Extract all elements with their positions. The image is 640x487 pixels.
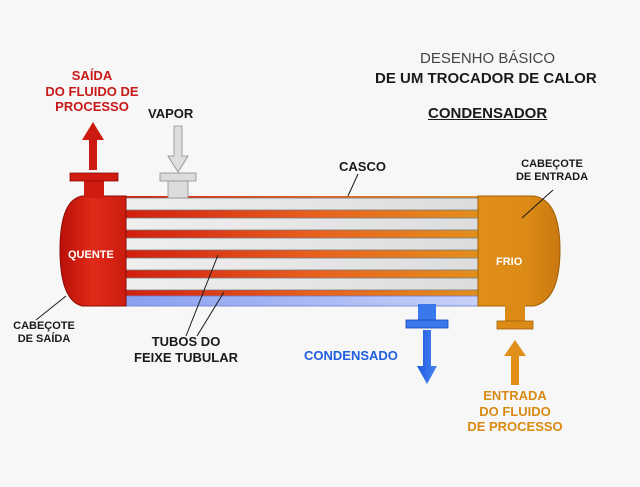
diagram-subtitle: CONDENSADOR (428, 105, 548, 122)
cabecote-entrada-line: DE ENTRADA (515, 171, 589, 184)
diagram-title-line1: DESENHO BÁSICO (420, 50, 556, 67)
casco-label: CASCO (339, 159, 386, 174)
process-outlet-arrow (82, 122, 104, 170)
process-outlet-nozzle (84, 180, 104, 198)
saida-fluido-line: DO FLUIDO DE (45, 83, 139, 99)
cold-head (477, 195, 561, 307)
process-inlet-nozzle (505, 304, 525, 322)
tube (125, 277, 479, 291)
tubos-line: FEIXE TUBULAR (134, 349, 238, 365)
tubos-leader-2 (196, 291, 225, 337)
vapor-label: VAPOR (148, 106, 194, 121)
cabecote-entrada-label: CABEÇOTE DE ENTRADA (510, 158, 594, 184)
condensate-arrow (417, 330, 437, 384)
condensado-label: CONDENSADO (304, 348, 398, 363)
frio-label: FRIO (496, 256, 523, 268)
entrada-fluido-line: DE PROCESSO (467, 419, 563, 435)
cabecote-saida-line: CABEÇOTE (13, 320, 75, 332)
tube (125, 217, 479, 231)
saida-fluido-label: SAÍDA DO FLUIDO DE PROCESSO (32, 68, 152, 115)
tubos-leader-1 (185, 254, 219, 337)
hot-head (59, 195, 127, 307)
tube (125, 237, 479, 251)
condensate-flange (405, 319, 449, 329)
cabecote-entrada-leader (521, 189, 554, 219)
entrada-fluido-line: ENTRADA (483, 388, 547, 403)
process-inlet-arrow (504, 340, 526, 385)
tube (125, 257, 479, 271)
tubos-line: TUBOS DO (151, 334, 221, 349)
cabecote-saida-leader (35, 295, 67, 321)
quente-label: QUENTE (68, 249, 114, 261)
entrada-fluido-label: ENTRADA DO FLUIDO DE PROCESSO (455, 388, 575, 435)
process-inlet-flange (496, 320, 534, 330)
vapor-nozzle (167, 179, 189, 199)
cabecote-entrada-line: CABEÇOTE (521, 158, 583, 170)
tubos-label: TUBOS DO FEIXE TUBULAR (126, 334, 246, 365)
condensate-nozzle (418, 304, 436, 322)
diagram-title-line2: DE UM TROCADOR DE CALOR (375, 70, 597, 87)
tube (125, 197, 479, 211)
vapor-arrow (167, 125, 189, 173)
saida-fluido-line: SAÍDA (71, 68, 113, 83)
cabecote-saida-label: CABEÇOTE DE SAÍDA (6, 320, 82, 346)
vapor-flange (159, 172, 197, 182)
entrada-fluido-line: DO FLUIDO (479, 403, 551, 419)
casco-leader (347, 173, 359, 197)
cabecote-saida-line: DE SAÍDA (17, 333, 71, 346)
process-outlet-flange (69, 172, 119, 182)
saida-fluido-line: PROCESSO (55, 99, 129, 115)
